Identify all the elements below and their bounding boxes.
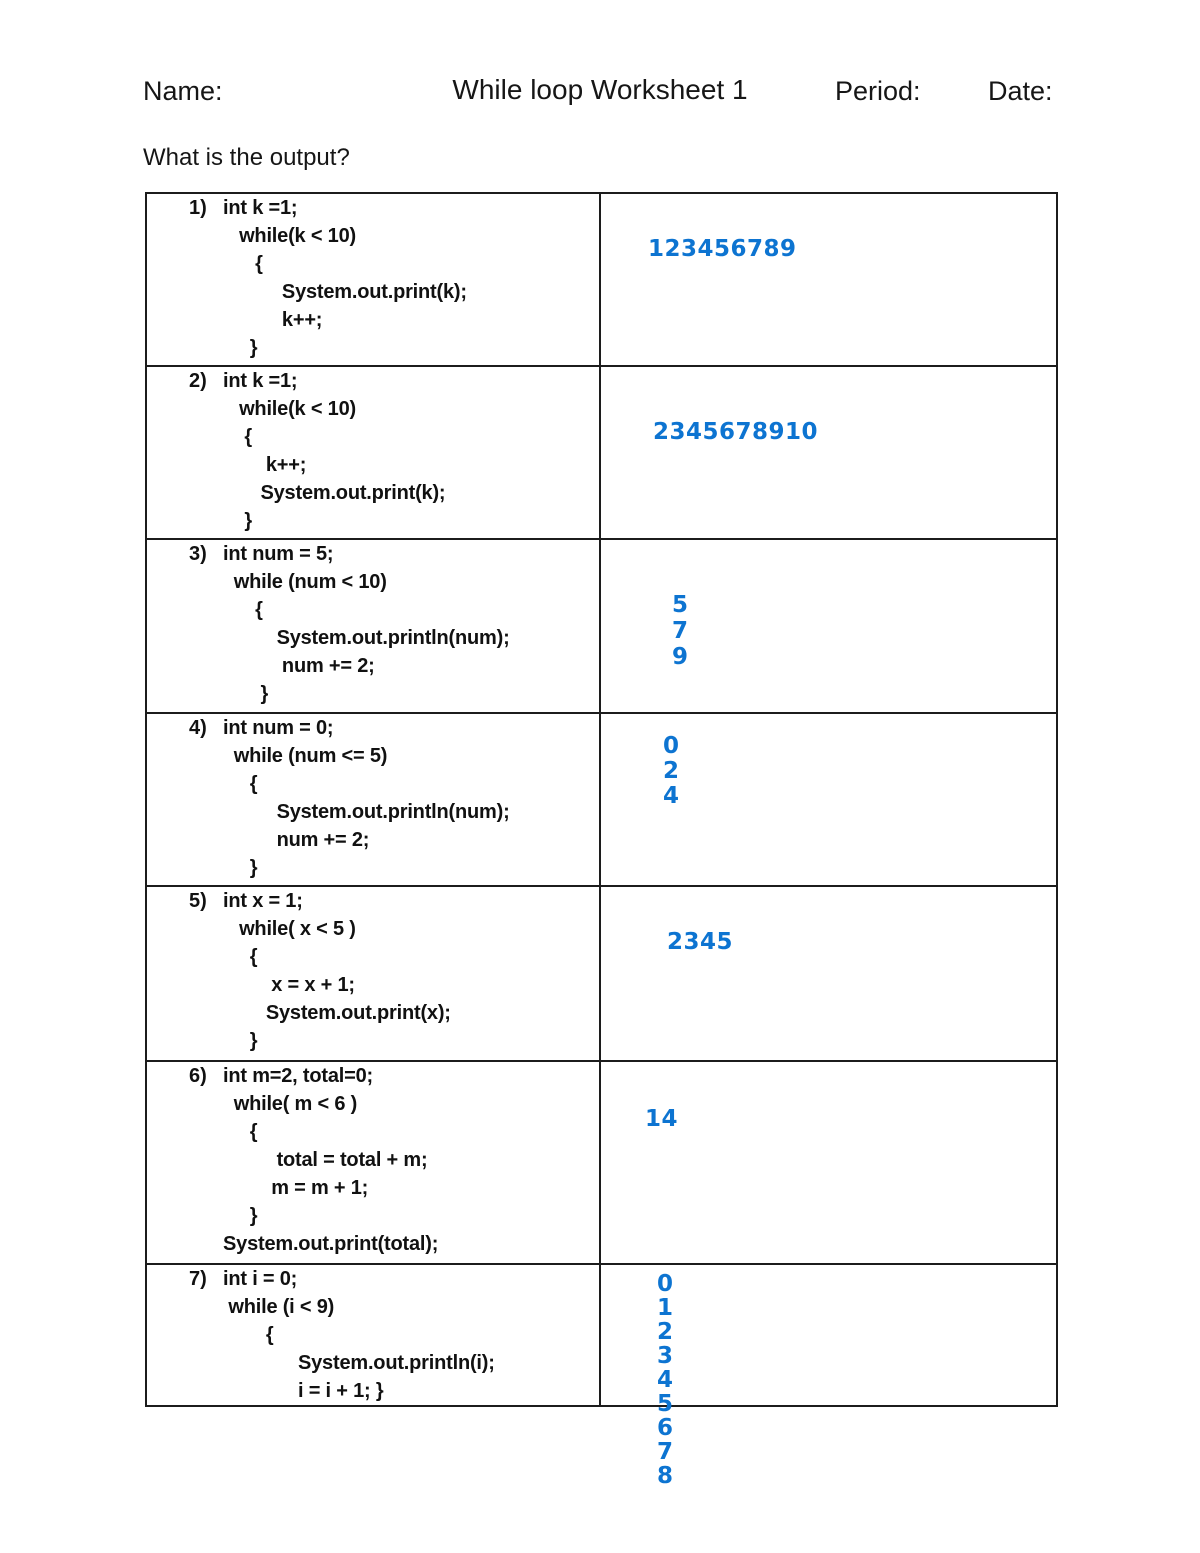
problem-code-cell: 7) int i = 0; while (i < 9) { System.out… [147,1265,601,1405]
problem-code: int k =1; while(k < 10) { System.out.pri… [223,197,467,359]
problem-row-5: 5) int x = 1; while( x < 5 ) { x = x + 1… [147,887,1056,1062]
problem-code-cell: 1) int k =1; while(k < 10) { System.out.… [147,194,601,365]
answer-cell: 5 7 9 [601,540,1056,712]
problem-row-3: 3) int num = 5; while (num < 10) { Syste… [147,540,1056,714]
answer-cell: 14 [601,1062,1056,1263]
problem-code: int x = 1; while( x < 5 ) { x = x + 1; S… [223,890,451,1052]
problem-code: int k =1; while(k < 10) { k++; System.ou… [223,370,446,532]
problem-row-7: 7) int i = 0; while (i < 9) { System.out… [147,1265,1056,1488]
problem-code: int i = 0; while (i < 9) { System.out.pr… [223,1268,495,1402]
handwritten-answer: 2345 [667,929,734,955]
problem-row-2: 2) int k =1; while(k < 10) { k++; System… [147,367,1056,540]
problem-number: 7) [189,1268,207,1290]
problem-row-6: 6) int m=2, total=0; while( m < 6 ) { to… [147,1062,1056,1265]
problem-code: int num = 0; while (num <= 5) { System.o… [223,717,510,879]
handwritten-answer: 123456789 [648,236,797,262]
answer-cell: 2345678910 [601,367,1056,538]
period-label: Period: [835,76,921,106]
handwritten-answer: 5 7 9 [672,592,689,670]
problem-number: 1) [189,197,207,219]
name-label: Name: [143,76,223,106]
answer-cell: 0 2 4 [601,714,1056,885]
problem-code-cell: 2) int k =1; while(k < 10) { k++; System… [147,367,601,538]
answer-cell: 2345 [601,887,1056,1060]
problem-code-cell: 6) int m=2, total=0; while( m < 6 ) { to… [147,1062,601,1263]
handwritten-answer: 0 2 4 [663,733,680,809]
problem-code-cell: 4) int num = 0; while (num <= 5) { Syste… [147,714,601,885]
problem-code-cell: 3) int num = 5; while (num < 10) { Syste… [147,540,601,712]
problem-code-cell: 5) int x = 1; while( x < 5 ) { x = x + 1… [147,887,601,1060]
question-heading: What is the output? [143,144,350,171]
problem-number: 2) [189,370,207,392]
output-table: 1) int k =1; while(k < 10) { System.out.… [145,192,1058,1488]
problem-code: int num = 5; while (num < 10) { System.o… [223,543,510,705]
handwritten-answer: 14 [645,1106,679,1132]
answer-cell: 123456789 [601,194,1056,365]
problem-number: 6) [189,1065,207,1087]
problem-row-4: 4) int num = 0; while (num <= 5) { Syste… [147,714,1056,887]
handwritten-answer: 0 1 2 3 4 5 6 7 8 [657,1271,674,1489]
problem-number: 5) [189,890,207,912]
handwritten-answer: 2345678910 [653,419,819,445]
answer-cell: 0 1 2 3 4 5 6 7 8 [601,1265,1056,1488]
page-title: While loop Worksheet 1 [452,74,748,105]
problem-row-1: 1) int k =1; while(k < 10) { System.out.… [147,194,1056,367]
problem-code: int m=2, total=0; while( m < 6 ) { total… [223,1065,439,1255]
problem-number: 3) [189,543,207,565]
date-label: Date: [988,76,1053,106]
problem-number: 4) [189,717,207,739]
